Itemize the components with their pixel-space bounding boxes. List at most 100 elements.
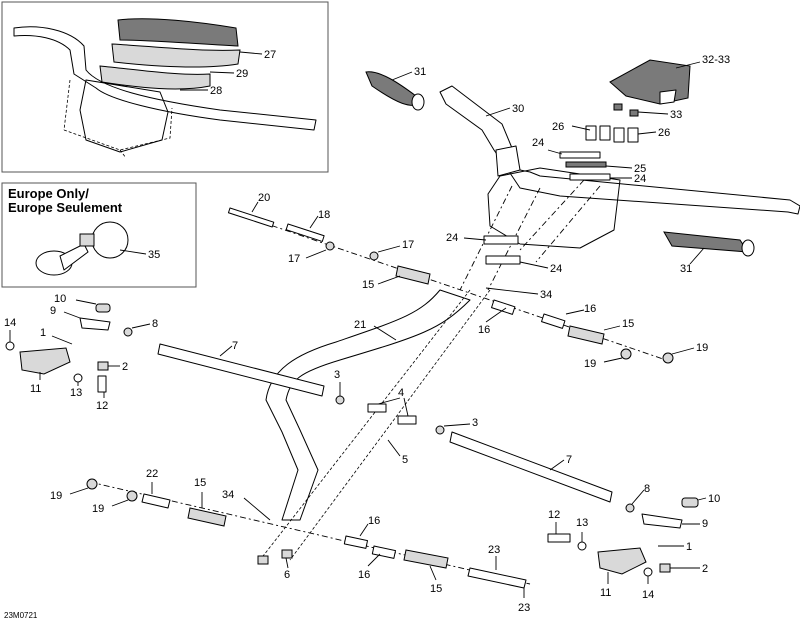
callout-4: 4	[398, 387, 404, 399]
leader-33	[637, 111, 669, 115]
horn-drawing	[35, 221, 129, 276]
sleeve-16-c	[343, 535, 369, 549]
leader-19b	[671, 347, 695, 355]
leader-19d	[111, 499, 129, 507]
callout-28: 28	[210, 85, 222, 97]
europe-inset-title-line1: Europe Only/	[8, 186, 89, 201]
washer-14-right	[643, 567, 653, 577]
leader-16b	[565, 309, 585, 315]
leader-31b	[689, 247, 705, 265]
callout-24c: 24	[446, 232, 458, 244]
callout-24a: 24	[532, 137, 544, 149]
callout-11b: 11	[600, 587, 611, 599]
callout-24d: 24	[550, 263, 562, 275]
leader-35	[119, 249, 147, 255]
steering-arm-11-right	[597, 547, 647, 575]
leader-24d	[519, 261, 549, 269]
callout-2b: 2	[702, 563, 708, 575]
ball-joint-9-right	[641, 513, 683, 529]
leader-34a	[485, 287, 539, 295]
callout-3233: 32-33	[702, 54, 730, 66]
leader-19a	[603, 357, 623, 363]
callout-22: 22	[146, 468, 158, 480]
callout-15c: 15	[194, 477, 206, 489]
link-22	[141, 493, 171, 509]
leader-30	[485, 107, 511, 117]
callout-16d: 16	[358, 569, 370, 581]
callout-26a: 26	[552, 121, 564, 133]
nut-19-c	[86, 478, 98, 490]
callout-15d: 15	[430, 583, 442, 595]
steering-arm-11-left	[19, 347, 71, 375]
europe-inset-title-line2: Europe Seulement	[8, 200, 123, 215]
washer-14-left	[5, 341, 15, 351]
nut-3-left	[335, 395, 345, 405]
callout-8a: 8	[152, 318, 158, 330]
sleeve-16-a	[491, 299, 516, 315]
callout-13b: 13	[576, 517, 588, 529]
plate-25	[565, 161, 607, 168]
clamp-24-left	[483, 235, 519, 245]
callout-13a: 13	[70, 387, 82, 399]
nut-8-left	[123, 327, 133, 337]
clamp-24-right	[485, 255, 521, 265]
callout-27: 27	[264, 49, 276, 61]
nut-2-right	[659, 563, 671, 573]
clamp-24-upper	[559, 151, 601, 159]
link-23	[467, 567, 527, 589]
callout-9b: 9	[702, 518, 708, 530]
callout-25: 25	[634, 163, 646, 175]
leader-15b	[603, 325, 621, 331]
callout-34a: 34	[540, 289, 552, 301]
callout-33: 33	[670, 109, 682, 121]
callout-8b: 8	[644, 483, 650, 495]
callout-19b: 19	[696, 342, 708, 354]
nut-2-left	[97, 361, 109, 371]
callout-34b: 34	[222, 489, 234, 501]
callout-9a: 9	[50, 305, 56, 317]
nut-17-left	[325, 241, 335, 251]
clamp-24-lower	[569, 173, 611, 181]
tie-rod-end-15-upper	[395, 265, 431, 285]
leader-26a	[571, 125, 591, 131]
leader-3233	[675, 61, 701, 69]
washer-13-right	[577, 541, 587, 551]
leader-24c	[463, 237, 487, 241]
leader-25	[605, 165, 633, 169]
callout-19d: 19	[92, 503, 104, 515]
left-grip-31b	[663, 231, 755, 257]
leader-10b	[697, 497, 707, 501]
bolts-26	[585, 125, 639, 143]
callout-6: 6	[284, 569, 290, 581]
sleeve-16-d	[371, 545, 397, 559]
bolt-4-b	[397, 415, 417, 425]
leader-34b	[243, 497, 271, 521]
leader-10a	[75, 299, 97, 305]
callout-31a: 31	[414, 66, 426, 78]
callout-2a: 2	[122, 361, 128, 373]
callout-23b: 23	[518, 602, 530, 614]
callout-7a: 7	[232, 340, 238, 352]
leader-8a	[131, 323, 151, 329]
leader-29	[209, 71, 235, 74]
nut-19-a	[620, 348, 632, 360]
leader-21	[373, 325, 397, 341]
nut-8-right	[625, 503, 635, 513]
callout-19a: 19	[584, 358, 596, 370]
nut-19-b	[662, 352, 674, 364]
leader-9a	[63, 311, 81, 319]
leader-5	[387, 439, 401, 457]
callout-24b: 24	[634, 173, 646, 185]
callout-21: 21	[354, 319, 366, 331]
callout-17a: 17	[288, 253, 300, 265]
callout-18: 18	[318, 209, 330, 221]
rod-20	[227, 207, 275, 228]
leader-18	[309, 215, 319, 229]
leader-17b	[377, 245, 401, 253]
leader-15a	[377, 275, 401, 285]
tie-rod-end-15-right	[567, 325, 605, 345]
nut-3-right	[435, 425, 445, 435]
nuts-33	[613, 103, 639, 117]
steering-column-21	[265, 289, 471, 521]
callout-23a: 23	[488, 544, 500, 556]
